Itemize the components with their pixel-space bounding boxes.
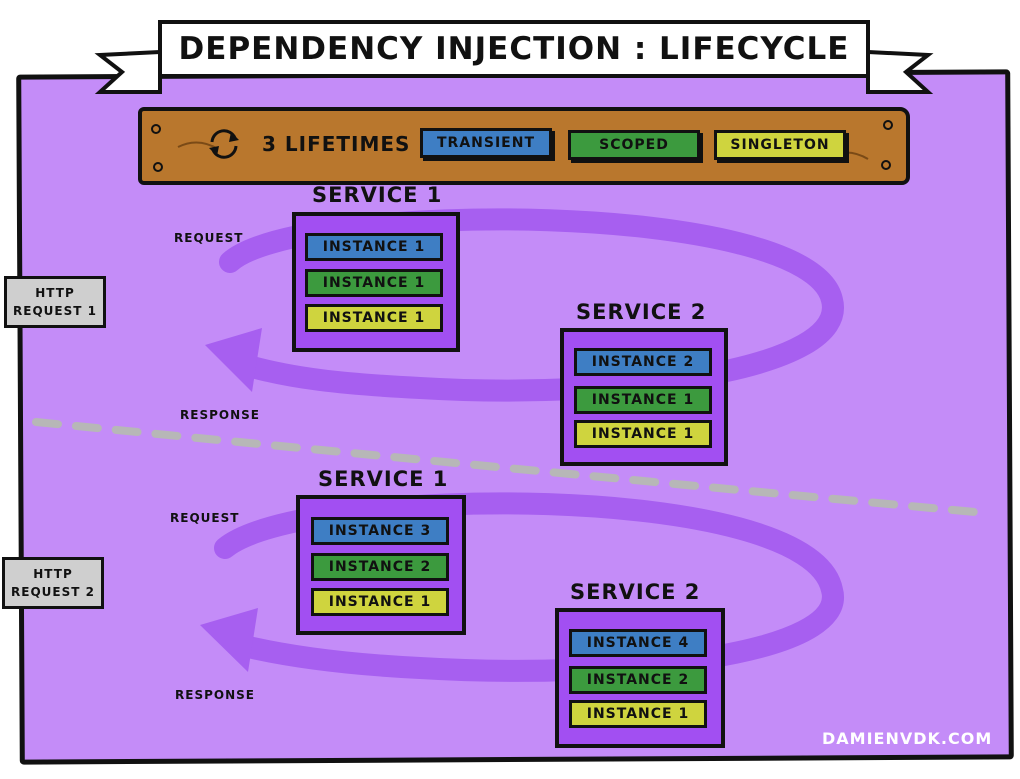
request-1-service-1-transient: INSTANCE 1: [305, 233, 443, 261]
request-1-request-label: REQUEST: [174, 231, 244, 245]
request-1-service-2-scoped: INSTANCE 1: [574, 386, 712, 414]
legend-transient: TRANSIENT: [420, 128, 552, 158]
request-divider: [32, 418, 979, 516]
request-2-service-1-scoped: INSTANCE 2: [311, 553, 449, 581]
request-1-response-label: RESPONSE: [180, 408, 260, 422]
request-1-service-2-transient: INSTANCE 2: [574, 348, 712, 376]
legend-scoped: SCOPED: [568, 130, 700, 160]
http-request-2-line2: REQUEST 2: [11, 585, 95, 599]
request-1-service-1-scoped: INSTANCE 1: [305, 269, 443, 297]
http-request-2-label: HTTP REQUEST 2: [2, 557, 104, 609]
http-request-1-line2: REQUEST 1: [13, 304, 97, 318]
request-1-service-2-title: SERVICE 2: [576, 300, 707, 324]
request-1-service-2-singleton: INSTANCE 1: [574, 420, 712, 448]
lifetimes-label: 3 LIFETIMES: [262, 132, 411, 156]
request-1-arrow-head: [205, 328, 262, 392]
request-2-response-label: RESPONSE: [175, 688, 255, 702]
request-2-service-2-singleton: INSTANCE 1: [569, 700, 707, 728]
http-request-1-label: HTTP REQUEST 1: [4, 276, 106, 328]
request-2-service-2-scoped: INSTANCE 2: [569, 666, 707, 694]
request-2-service-1-title: SERVICE 1: [318, 467, 449, 491]
site-watermark: DAMIENVDK.COM: [822, 729, 993, 748]
request-2-service-1-transient: INSTANCE 3: [311, 517, 449, 545]
request-1-service-1-singleton: INSTANCE 1: [305, 304, 443, 332]
refresh-cycle-icon: [209, 129, 239, 159]
request-2-service-2-transient: INSTANCE 4: [569, 629, 707, 657]
request-2-service-2-title: SERVICE 2: [570, 580, 701, 604]
request-2-request-label: REQUEST: [170, 511, 240, 525]
request-1-service-1-title: SERVICE 1: [312, 183, 443, 207]
page-title: DEPENDENCY INJECTION : LIFECYCLE: [158, 20, 870, 78]
ribbon-right-tail: [866, 49, 934, 94]
legend-singleton: SINGLETON: [714, 130, 846, 160]
request-1-cycle-arrow: [219, 208, 844, 402]
http-request-1-line1: HTTP: [35, 286, 75, 300]
request-2-service-1-singleton: INSTANCE 1: [311, 588, 449, 616]
http-request-2-line1: HTTP: [33, 567, 73, 581]
ribbon-left-tail: [94, 49, 162, 94]
request-2-arrow-head: [200, 608, 258, 672]
